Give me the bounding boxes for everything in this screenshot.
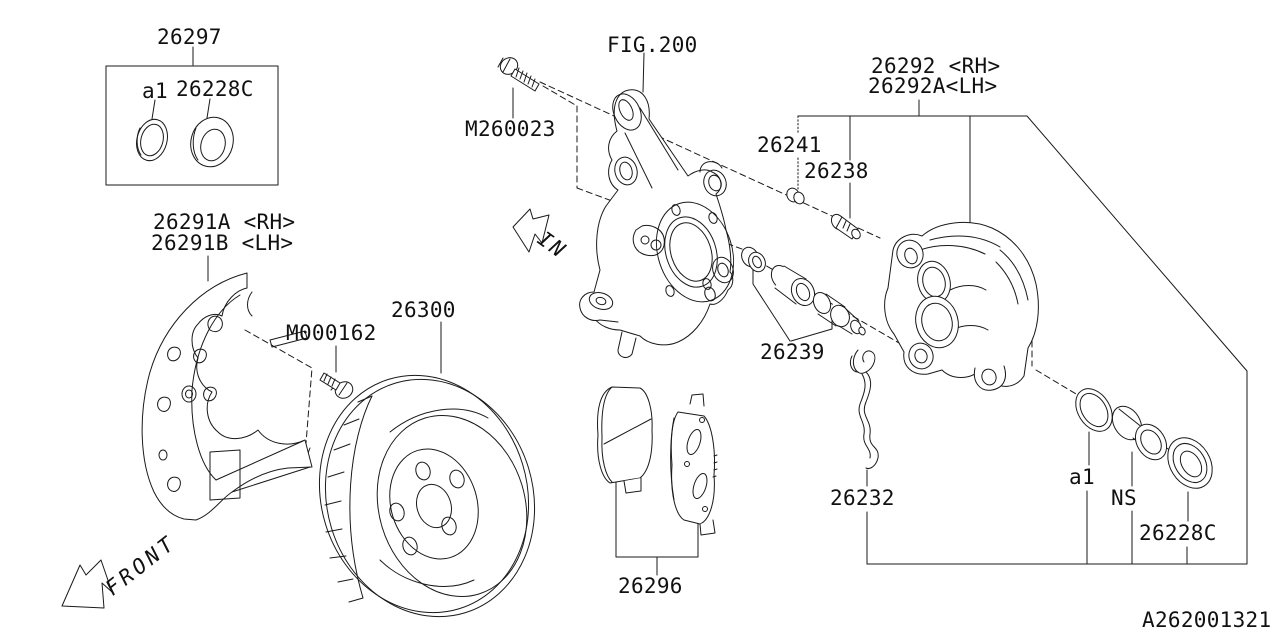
lock-pin-drawing xyxy=(830,213,861,240)
bleeder-cap-drawing xyxy=(786,187,805,205)
pin-boot-drawing xyxy=(741,246,866,336)
callout-figure-ref: FIG.200 xyxy=(607,33,698,57)
front-arrow xyxy=(61,559,113,609)
callout-piston: NS xyxy=(1111,486,1137,510)
callout-piston-seal: a1 xyxy=(1069,465,1095,489)
callout-lock-pin: 26238 xyxy=(804,159,869,183)
piston-seal-set-drawing xyxy=(1075,388,1213,489)
callout-rotor: 26300 xyxy=(391,298,456,322)
callout-kit-piston-boot: 26228C xyxy=(176,77,254,101)
knuckle-bolt-drawing xyxy=(497,57,540,92)
callout-piston-boot: 26228C xyxy=(1139,521,1217,545)
callout-seal-repair-kit: 26297 xyxy=(157,25,222,49)
pads-drawing xyxy=(597,386,718,536)
caliper-drawing xyxy=(884,222,1039,391)
callout-caliper-rh: 26292 <RH> xyxy=(871,54,1001,78)
callout-caliper-lh: 26292A<LH> xyxy=(868,74,998,98)
callout-knuckle-bolt: M260023 xyxy=(465,117,556,141)
callout-bleeder-cap: 26241 xyxy=(757,133,822,157)
pad-clip-drawing xyxy=(849,349,879,469)
callout-shield-bolt: M000162 xyxy=(286,321,377,345)
leader-lines xyxy=(151,46,1248,576)
seal-kit-box xyxy=(105,65,279,186)
callout-pad-clip: 26232 xyxy=(830,486,895,510)
shield-drawing xyxy=(141,272,313,521)
callout-shield-rh: 26291A <RH> xyxy=(153,210,296,234)
knuckle-drawing xyxy=(579,89,735,358)
callout-shield-lh: 26291B <LH> xyxy=(151,231,294,255)
callout-pad-kit: 26296 xyxy=(618,574,683,598)
in-arrow xyxy=(512,208,550,253)
rotor-drawing xyxy=(318,374,536,618)
shield-bolt-drawing xyxy=(319,372,354,399)
drawing-code: A262001321 xyxy=(1142,608,1272,632)
callout-kit-piston-seal: a1 xyxy=(142,79,168,103)
callout-pin-boot-kit: 26239 xyxy=(760,340,825,364)
